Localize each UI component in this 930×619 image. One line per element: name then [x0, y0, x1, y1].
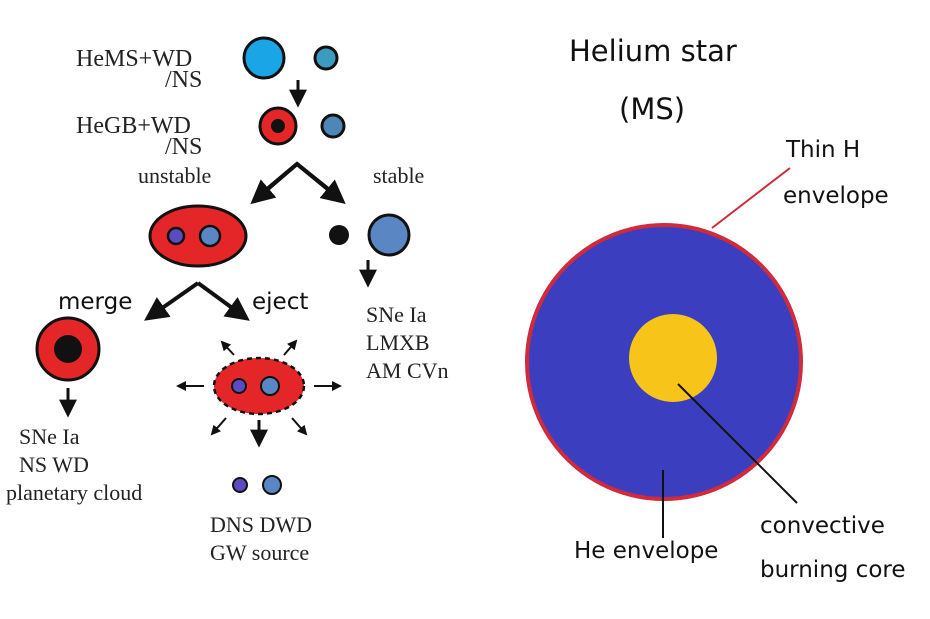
- stage-hems-label-line2: /NS: [165, 67, 202, 93]
- merge-outcome-1: SNe Ia: [19, 424, 80, 449]
- ejecta-inner-companion: [260, 376, 280, 396]
- stable-outcome-2: LMXB: [366, 330, 430, 355]
- ejected-envelope: [212, 356, 306, 416]
- helium-ms-star: [242, 36, 286, 80]
- ejecta-arrow-nw: [220, 340, 235, 356]
- core-label-line2: burning core: [760, 557, 906, 583]
- helium-star-structure: Helium star (MS) Thin H envelope He enve…: [525, 34, 906, 583]
- stage-hegb-label-line2: /NS: [165, 134, 202, 160]
- wd-ns-companion-2: [320, 113, 346, 139]
- helium-giant-core: [271, 119, 285, 133]
- arrow-to-merge: [144, 281, 200, 321]
- merge-outcome-2: NS WD: [19, 452, 89, 477]
- h-envelope-label-line1: Thin H: [785, 137, 860, 163]
- stage-hegb-label-line1: HeGB+WD: [76, 113, 191, 139]
- burning-core-disk: [629, 314, 717, 402]
- compact-object-1: [232, 477, 248, 493]
- double-compact-binary: [232, 475, 282, 495]
- stable-outcome-3: AM CVn: [366, 358, 449, 383]
- common-envelope: [148, 204, 248, 268]
- wd-ns-companion: [313, 45, 339, 71]
- he-envelope-label: He envelope: [574, 538, 718, 564]
- structure-title-line1: Helium star: [569, 34, 737, 68]
- ejecta-inner-core: [231, 378, 247, 394]
- eject-outcome-2: GW source: [210, 540, 309, 565]
- merge-outcome-3: planetary cloud: [6, 480, 142, 505]
- compact-object-2: [262, 475, 282, 495]
- stable-outcome-1: SNe Ia: [366, 302, 427, 327]
- stripped-core: [329, 225, 349, 245]
- arrow-to-unstable: [250, 162, 299, 205]
- merged-core: [54, 335, 82, 363]
- ejecta-arrow-se: [291, 417, 308, 436]
- split-stroke-1: [252, 161, 344, 202]
- branch-merge-label: merge: [58, 289, 132, 315]
- h-envelope-leader: [711, 167, 791, 229]
- accreting-companion: [367, 213, 411, 257]
- structure-title-line2: (MS): [619, 92, 685, 126]
- ejecta-arrow-ne: [283, 339, 298, 356]
- embedded-core: [166, 226, 186, 246]
- arrow-to-eject: [196, 281, 250, 321]
- evolution-flowchart: HeMS+WD /NS HeGB+WD /NS unstable stable: [6, 36, 449, 565]
- envelope-ejection: [176, 339, 342, 436]
- merged-star: [35, 316, 101, 382]
- branch-stable-label: stable: [373, 163, 424, 188]
- h-envelope-label-line2: envelope: [783, 183, 889, 209]
- branch-unstable-label: unstable: [138, 163, 211, 188]
- stage-hems: HeMS+WD /NS: [76, 36, 339, 93]
- branch-eject-label: eject: [252, 289, 308, 315]
- ejecta-arrow-sw: [210, 417, 227, 436]
- stage-hegb: HeGB+WD /NS: [76, 106, 346, 160]
- stable-binary: [329, 213, 411, 257]
- core-label-line1: convective: [760, 513, 885, 539]
- stage-hems-label-line1: HeMS+WD: [76, 46, 192, 72]
- core-leader: [677, 383, 798, 504]
- common-envelope-binary: [148, 204, 248, 268]
- arrow-to-stable: [295, 162, 346, 205]
- eject-outcome-1: DNS DWD: [210, 512, 312, 537]
- embedded-companion: [198, 224, 222, 248]
